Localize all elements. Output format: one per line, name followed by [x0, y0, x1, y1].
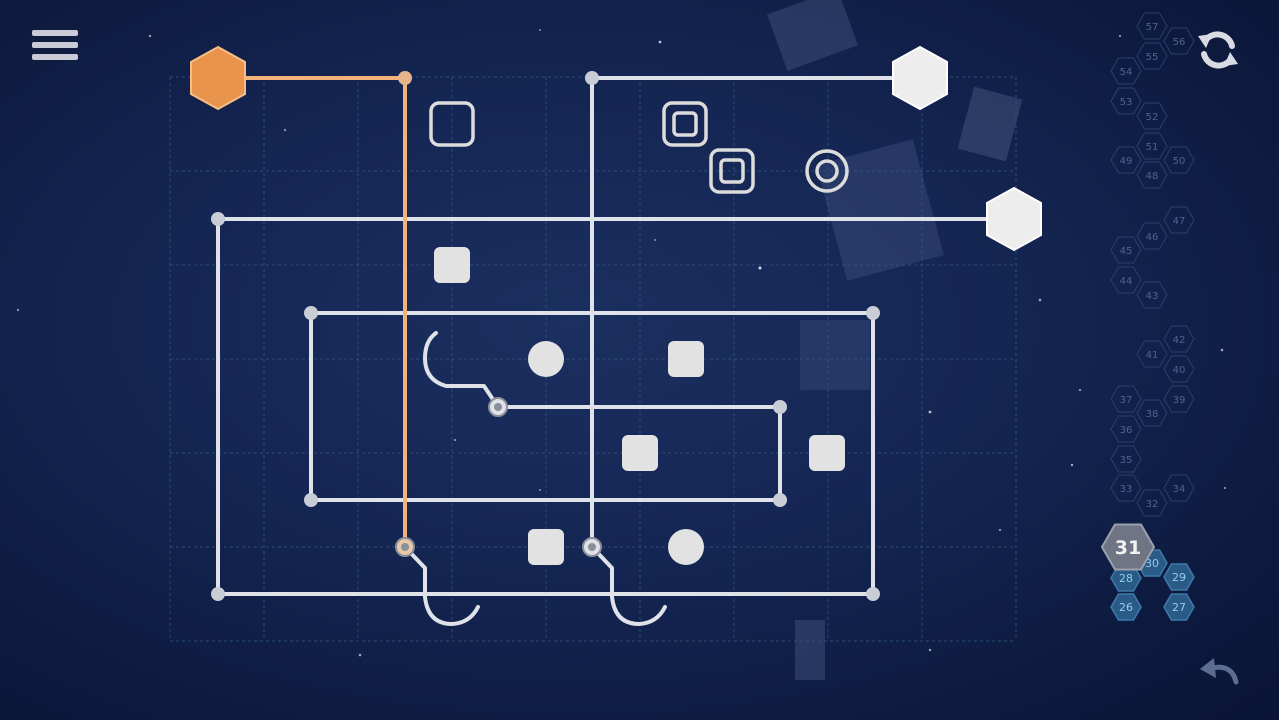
level-number: 27 [1172, 601, 1186, 614]
level-43[interactable]: 43 [1136, 281, 1168, 309]
wire-endpoints[interactable] [395, 71, 602, 557]
level-number: 47 [1173, 216, 1186, 227]
level-number: 49 [1120, 156, 1133, 167]
level-53[interactable]: 53 [1110, 87, 1142, 115]
level-29[interactable]: 29 [1163, 563, 1195, 591]
level-map[interactable]: 32 33 34 35 36 37 38 39 40 41 42 43 44 45 46 47 48 49 50 51… [1100, 12, 1195, 621]
level-number: 32 [1146, 499, 1159, 510]
level-46[interactable]: 46 [1136, 222, 1168, 250]
level-26[interactable]: 26 [1110, 593, 1142, 621]
level-number: 52 [1146, 112, 1159, 123]
level-number: 43 [1146, 291, 1159, 302]
level-55[interactable]: 55 [1136, 42, 1168, 70]
level-number: 50 [1173, 156, 1186, 167]
level-35[interactable]: 35 [1110, 445, 1142, 473]
level-56[interactable]: 56 [1163, 27, 1195, 55]
level-number: 30 [1145, 557, 1159, 570]
level-number: 40 [1173, 365, 1186, 376]
level-current[interactable]: 31 [1100, 523, 1156, 571]
level-38[interactable]: 38 [1136, 399, 1168, 427]
level-number: 57 [1146, 22, 1159, 33]
level-54[interactable]: 54 [1110, 57, 1142, 85]
level-number: 33 [1120, 484, 1133, 495]
level-45[interactable]: 45 [1110, 236, 1142, 264]
level-number: 45 [1120, 246, 1133, 257]
level-40[interactable]: 40 [1163, 355, 1195, 383]
level-37[interactable]: 37 [1110, 385, 1142, 413]
wires[interactable] [216, 76, 1016, 626]
level-number: 38 [1146, 409, 1159, 420]
level-52[interactable]: 52 [1136, 102, 1168, 130]
level-number: 55 [1146, 52, 1159, 63]
double-outline-circle [805, 149, 849, 193]
white-hex-node-right [986, 186, 1042, 252]
wire-hook-center-bottom [590, 545, 667, 626]
level-51[interactable]: 51 [1136, 132, 1168, 160]
level-number: 28 [1119, 572, 1133, 585]
level-32[interactable]: 32 [1136, 489, 1168, 517]
wire-hook-left-bottom [403, 545, 480, 626]
level-33[interactable]: 33 [1110, 474, 1142, 502]
level-number: 26 [1119, 601, 1133, 614]
orange-hex-node [190, 45, 246, 111]
level-48[interactable]: 48 [1136, 161, 1168, 189]
level-number: 37 [1120, 395, 1133, 406]
level-34[interactable]: 34 [1163, 474, 1195, 502]
undo-icon[interactable] [1194, 652, 1242, 692]
double-outline-square-a [662, 101, 708, 147]
level-50[interactable]: 50 [1163, 146, 1195, 174]
circle-tiles[interactable] [528, 341, 704, 565]
level-number: 48 [1146, 171, 1159, 182]
level-number: 29 [1172, 571, 1186, 584]
level-41[interactable]: 41 [1136, 340, 1168, 368]
level-number: 41 [1146, 350, 1159, 361]
wire-junctions [211, 71, 880, 601]
level-number: 34 [1173, 484, 1186, 495]
level-number: 53 [1120, 97, 1133, 108]
level-49[interactable]: 49 [1110, 146, 1142, 174]
white-hex-node-top [892, 45, 948, 111]
level-36[interactable]: 36 [1110, 415, 1142, 443]
level-number: 56 [1173, 37, 1186, 48]
level-number: 39 [1173, 395, 1186, 406]
level-number: 42 [1173, 335, 1186, 346]
level-number: 35 [1120, 455, 1133, 466]
level-number: 44 [1120, 276, 1133, 287]
level-number: 36 [1120, 425, 1133, 436]
starfield [16, 29, 1227, 657]
wire-hook-mid [423, 331, 500, 409]
level-42[interactable]: 42 [1163, 325, 1195, 353]
level-44[interactable]: 44 [1110, 266, 1142, 294]
level-number: 51 [1146, 142, 1159, 153]
level-27[interactable]: 27 [1163, 593, 1195, 621]
outline-targets[interactable] [429, 101, 849, 194]
level-number: 31 [1115, 537, 1141, 559]
square-tiles[interactable] [434, 247, 845, 565]
nebula-decoration [766, 0, 1023, 680]
hamburger-menu-icon[interactable] [32, 30, 78, 68]
level-47[interactable]: 47 [1163, 206, 1195, 234]
refresh-icon[interactable] [1194, 26, 1242, 74]
level-39[interactable]: 39 [1163, 385, 1195, 413]
level-number: 46 [1146, 232, 1159, 243]
hex-nodes[interactable] [190, 45, 1042, 252]
outline-square [429, 101, 475, 147]
level-number: 54 [1120, 67, 1133, 78]
double-outline-square-b [709, 148, 755, 194]
level-57[interactable]: 57 [1136, 12, 1168, 40]
